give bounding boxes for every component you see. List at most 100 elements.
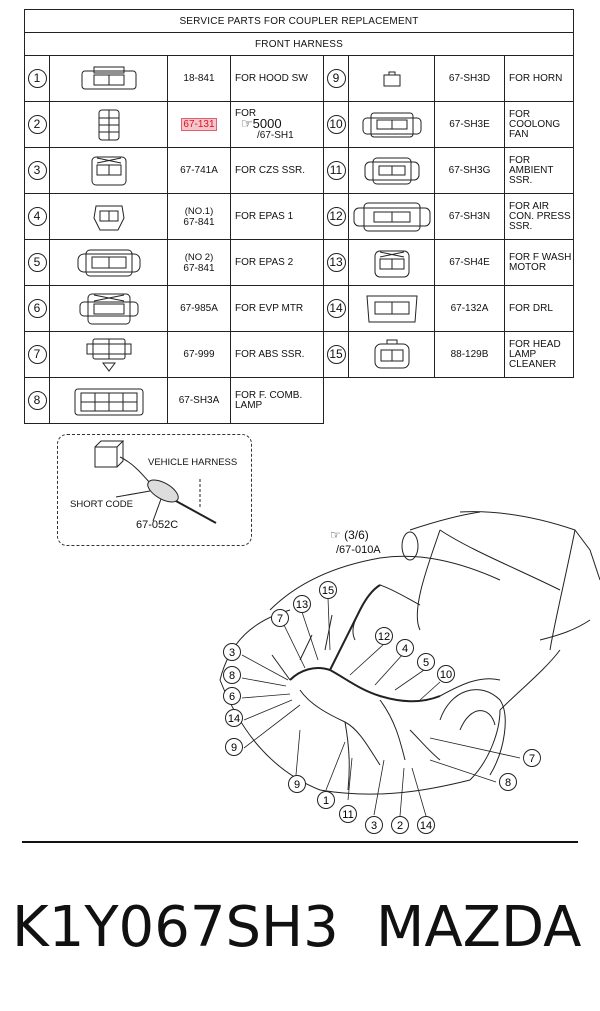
coupler-icon [383, 71, 400, 86]
table-title: SERVICE PARTS FOR COUPLER REPLACEMENT [24, 9, 574, 33]
callout-label: 5 [423, 657, 429, 669]
callout-label: 8 [229, 670, 235, 682]
callout-label: 3 [229, 647, 235, 659]
callout-circle [391, 816, 409, 834]
coupler-icon [365, 295, 418, 322]
coupler-icon [86, 338, 131, 372]
table-row: 8 67-SH3A FOR F. COMB. LAMP [24, 377, 574, 424]
reference-hand-icon: ☞ [241, 115, 253, 131]
callout-circle [223, 643, 241, 661]
part-number: 67-741A [167, 147, 231, 194]
part-description: FOR EPAS 2 [230, 239, 324, 286]
part-description: FOR HEAD LAMP CLEANER [504, 331, 574, 378]
callout-label: 7 [277, 613, 283, 625]
part-number: 67-SH3N [434, 193, 505, 240]
coupler-icon [374, 339, 409, 368]
part-description: FOR COOLONG FAN [504, 101, 574, 148]
diagram-reference: ☞ (3/6) [330, 528, 369, 542]
callout-label: 1 [323, 795, 329, 807]
part-description: FOR HOOD SW [230, 55, 324, 102]
part-number: 67-SH3E [434, 101, 505, 148]
table-row: 3 67-741A FOR CZS SSR. 11 67-SH3G FOR AM… [24, 147, 574, 194]
footer-code: K1Y067SH3 [12, 895, 339, 960]
callout-label: 4 [402, 643, 408, 655]
item-number: 6 [27, 299, 47, 318]
table-row: 6 67-985A FOR EVP MTR 14 67-132A FOR DRL [24, 285, 574, 332]
callout-label: 14 [228, 713, 240, 725]
callout-circle [271, 609, 289, 627]
callout-circle [288, 775, 306, 793]
coupler-icon [364, 157, 419, 184]
coupler-icon [79, 293, 138, 324]
part-description: FOR CZS SSR. [230, 147, 324, 194]
item-number: 13 [326, 253, 346, 272]
part-number: 67-SH3D [434, 55, 505, 102]
table-row: 2 67-131 FOR ☞5000 /67-SH1 10 67-SH3E FO… [24, 101, 574, 148]
part-description: FOR ABS SSR. [230, 331, 324, 378]
part-number: 67-999 [167, 331, 231, 378]
short-code-label: SHORT CODE [70, 499, 133, 510]
table-row: 7 67-999 FOR ABS SSR. 15 88-129B FOR HEA… [24, 331, 574, 378]
vehicle-harness-label: VEHICLE HARNESS [148, 457, 238, 468]
part-description: FOR DRL [504, 285, 574, 332]
part-description: FOR AMBIENT SSR. [504, 147, 574, 194]
callout-circle [319, 581, 337, 599]
callout-circle [365, 816, 383, 834]
footer-brand: MAZDA [376, 895, 582, 960]
desc-line: FOR [235, 107, 257, 119]
callout-circle [293, 595, 311, 613]
callout-label: 8 [505, 777, 511, 789]
callout-label: 10 [440, 669, 452, 681]
diagram-reference-code: /67-010A [336, 544, 381, 556]
item-number: 11 [326, 161, 346, 180]
coupler-icon [92, 205, 125, 230]
item-number: 15 [326, 345, 346, 364]
part-description: FOR F. COMB. LAMP [230, 377, 324, 424]
part-number-highlighted: 67-131 [181, 118, 217, 131]
callout-circle [417, 816, 435, 834]
coupler-icon [353, 202, 430, 231]
part-number-value: 67-841 [183, 262, 215, 274]
callout-label: 7 [529, 753, 535, 765]
coupler-icon [81, 66, 136, 89]
coupler-icon [98, 109, 119, 140]
callout-circle [375, 627, 393, 645]
part-number: 67-SH3G [434, 147, 505, 194]
callout-label: 11 [342, 809, 353, 821]
item-number: 8 [27, 391, 47, 410]
table-row: 4 (NO.1) 67-841 FOR EPAS 1 12 67-SH3N FO… [24, 193, 574, 240]
coupler-icon [374, 250, 409, 277]
callout-label: 3 [371, 820, 377, 832]
footer-divider [22, 841, 578, 843]
callout-label: 12 [378, 631, 390, 643]
table-row: 1 18-841 FOR HOOD SW 9 67-SH3D FOR HORN [24, 55, 574, 102]
part-description: FOR HORN [504, 55, 574, 102]
coupler-icon [362, 112, 421, 137]
short-connector-icon [94, 440, 217, 524]
desc-line: /67-SH1 [257, 129, 294, 141]
part-number: 67-SH4E [434, 239, 505, 286]
coupler-icon [77, 249, 140, 276]
callout-circle [396, 639, 414, 657]
callout-label: 9 [231, 742, 237, 754]
callout-circle [317, 791, 335, 809]
part-number: 67-985A [167, 285, 231, 332]
part-note: (NO.1) [184, 205, 214, 217]
coupler-icon [74, 388, 143, 415]
part-number: 88-129B [434, 331, 505, 378]
callout-circle [339, 805, 357, 823]
callout-circle [523, 749, 541, 767]
coupler-icon [91, 156, 126, 185]
part-number: 67-132A [434, 285, 505, 332]
part-number: 18-841 [167, 55, 231, 102]
part-number: (NO.1) 67-841 [167, 193, 231, 240]
callout-label: 6 [229, 691, 235, 703]
callout-label: 2 [397, 820, 403, 832]
item-number: 9 [326, 69, 346, 88]
table-subtitle: FRONT HARNESS [24, 32, 574, 56]
item-number: 7 [27, 345, 47, 364]
short-code-part-number: 67-052C [136, 519, 179, 531]
short-code-box: VEHICLE HARNESS SHORT CODE 67-052C [57, 434, 252, 546]
